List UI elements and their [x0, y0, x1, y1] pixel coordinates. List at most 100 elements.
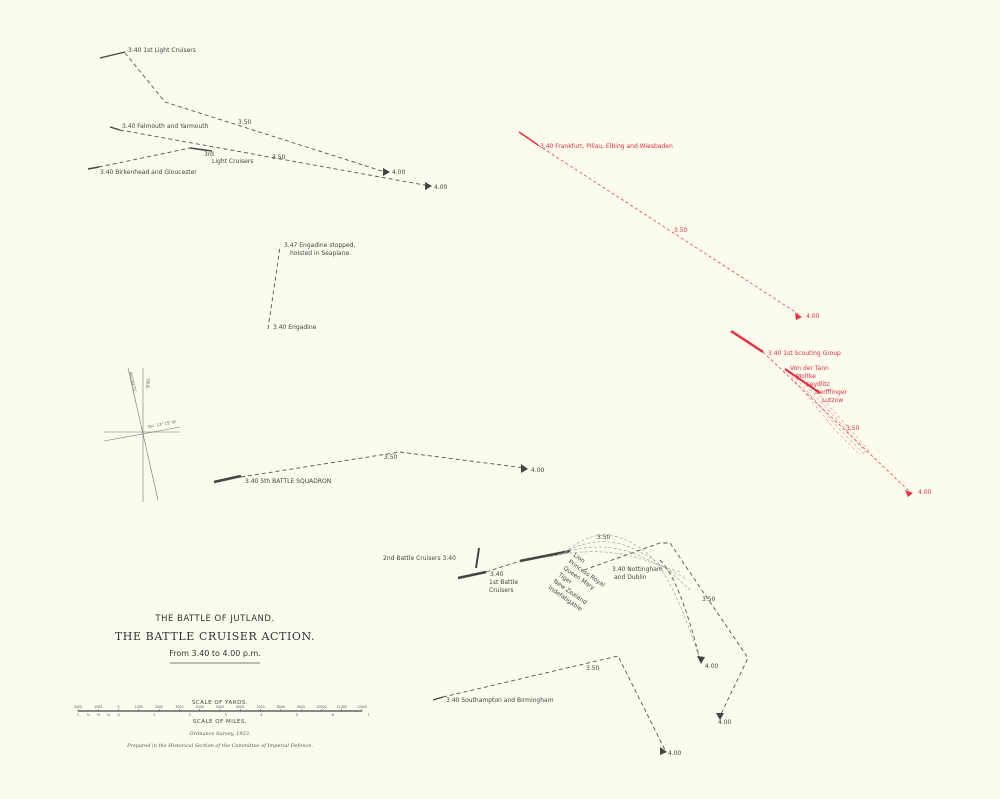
track	[815, 390, 871, 453]
time-label: 3.50	[702, 596, 716, 603]
falmouth-yarmouth: 3.40 Falmouth and Yarmouth 3.50 4.00	[109, 123, 448, 191]
unit-label: Light Cruisers	[212, 158, 253, 165]
track	[762, 351, 911, 493]
miles-tick-label: 1	[153, 713, 155, 717]
time-label: 3.50	[384, 454, 398, 461]
yards-tick-label: 6000	[236, 705, 244, 709]
unit-label: Cruisers	[489, 587, 514, 594]
arrow-icon	[425, 182, 432, 190]
miles-tick-label: ¼	[107, 713, 111, 717]
unit-label: 3.40	[490, 571, 504, 578]
track	[485, 560, 521, 573]
yards-scale-title: SCALE OF YARDS.	[192, 700, 248, 706]
title-line-2: THE BATTLE CRUISER ACTION.	[115, 630, 315, 643]
time-label: 3.50	[846, 425, 860, 432]
fifth-battle-squadron: 3.40 5th BATTLE SQUADRON 3.50 4.00	[213, 451, 545, 485]
title-line-3: From 3.40 to 4.00 p.m.	[169, 649, 261, 658]
yards-tick-label: 9000	[297, 705, 305, 709]
southampton-birmingham: 3.40 Southampton and Birmingham 3.50 4.0…	[432, 655, 682, 757]
arrow-icon	[697, 656, 705, 664]
yards-tick-label: 2000	[74, 705, 82, 709]
engadine: 3.40 Engadine 3.47 Engadine stopped, hoi…	[267, 242, 355, 331]
track	[124, 52, 386, 173]
yards-tick-label: 0	[118, 705, 120, 709]
yards-tick-label: 4000	[196, 705, 204, 709]
ship-column	[519, 549, 571, 563]
unit-label: 3.47 Engadine stopped,	[284, 242, 355, 249]
unit-label: 3.40 1st Scouting Group	[768, 350, 841, 357]
unit-label: 3.40 1st Light Cruisers	[128, 47, 196, 54]
miles-tick-label: 2	[189, 713, 191, 717]
unit-label: 3.40 Frankfurt, Pillau, Elbing and Wiesb…	[540, 143, 673, 150]
track	[787, 371, 861, 456]
yards-tick-label: 1000	[135, 705, 143, 709]
ship-name: Derfflinger	[815, 389, 848, 396]
unit-label: hoisted in Seaplane.	[290, 250, 351, 257]
unit-label: 3rd	[204, 151, 214, 158]
ship-column	[99, 51, 126, 59]
track	[240, 451, 526, 478]
true-north-label: TRUE	[145, 377, 150, 389]
ship-column	[87, 166, 100, 170]
ship-name: Seydlitz	[806, 381, 830, 388]
track	[549, 551, 681, 573]
time-label: 4.00	[806, 313, 820, 320]
title-line-1: THE BATTLE OF JUTLAND.	[154, 614, 274, 624]
time-label: 3.50	[238, 119, 252, 126]
ship-name: Lutzow	[822, 397, 843, 404]
miles-tick-label: 1	[77, 713, 79, 717]
ship-name: Von der Tann	[790, 365, 829, 372]
track	[795, 377, 866, 456]
time-label: 4.00	[434, 184, 448, 191]
miles-scale-title: SCALE OF MILES.	[193, 719, 247, 725]
miles-tick-label: 3	[225, 713, 227, 717]
ship-name: Moltke	[796, 373, 816, 380]
survey-credit: Ordnance Survey, 1923.	[190, 731, 251, 737]
compass-rose: TRUE MAGNETIC Var. 13° 15' W.	[103, 367, 181, 502]
unit-label: 3.40 Birkenhead and Gloucester	[100, 169, 197, 176]
yards-tick-label: 10000	[316, 705, 326, 709]
time-label: 4.00	[392, 169, 406, 176]
time-label: 3.50	[597, 534, 611, 541]
yards-tick-label: 5000	[216, 705, 224, 709]
ship-column	[189, 147, 213, 152]
track	[805, 384, 869, 456]
arrow-icon	[795, 313, 802, 320]
battle-cruisers: 2nd Battle Cruisers 3.40 3.40 1st Battle…	[383, 534, 719, 670]
unit-label: 3.40 5th BATTLE SQUADRON	[245, 478, 331, 485]
arrow-icon	[660, 747, 667, 755]
unit-label: 1st Battle	[489, 579, 518, 586]
time-label: 4.00	[918, 489, 932, 496]
yards-tick-label: 7000	[257, 705, 265, 709]
time-label: 3.50	[586, 665, 600, 672]
ship-column	[457, 570, 487, 580]
variation-label: Var. 13° 15' W.	[147, 419, 177, 429]
time-label: 3.50	[674, 227, 688, 234]
unit-label: 3.40 Southampton and Birmingham	[446, 697, 554, 704]
yards-tick-label: 8000	[277, 705, 285, 709]
magnetic-label: MAGNETIC	[128, 371, 138, 393]
arrow-icon	[383, 168, 390, 176]
birkenhead-gloucester: 3.40 Birkenhead and Gloucester 3rd Light…	[87, 147, 253, 176]
track	[537, 144, 801, 316]
miles-tick-label: 0	[117, 713, 119, 717]
unit-label: 3.40 Falmouth and Yarmouth	[122, 123, 209, 130]
yards-tick-label: 1000	[94, 705, 102, 709]
ship-column	[518, 131, 539, 146]
track	[267, 246, 281, 330]
ship-column	[730, 329, 764, 354]
track	[554, 546, 686, 579]
ship-column	[432, 696, 444, 701]
unit-label: 3.40 Engadine	[273, 324, 317, 331]
frankfurt-group: 3.40 Frankfurt, Pillau, Elbing and Wiesb…	[518, 131, 820, 320]
time-label: 4.00	[705, 663, 719, 670]
time-label: 4.00	[668, 750, 682, 757]
track	[659, 559, 701, 661]
nottingham-dublin: 3.40 Nottingham and Dublin 3.50 4.00	[583, 542, 749, 726]
time-label: 4.00	[718, 719, 732, 726]
arrow-icon	[905, 490, 913, 497]
